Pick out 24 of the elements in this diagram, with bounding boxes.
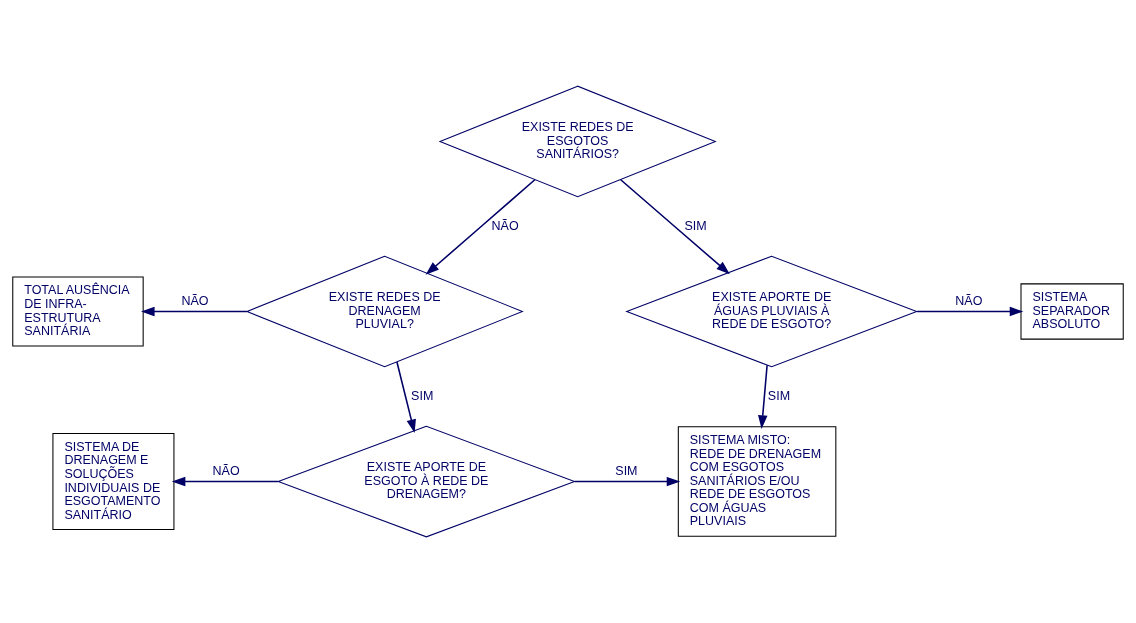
arrow — [396, 361, 416, 434]
node-diamond: EXISTE REDES DE ESGOTOS SANITÁRIOS? — [438, 85, 717, 198]
arrow — [171, 476, 279, 487]
edge-label: SIM — [767, 388, 791, 403]
arrow — [425, 179, 536, 275]
arrow — [619, 179, 730, 275]
edge-label: SIM — [411, 388, 434, 403]
edge-label: NÃO — [212, 463, 240, 478]
node-box: SISTEMA DE DRENAGEM E SOLUÇÕES INDIVIDUAIS DE ESGOTAMENTO SANITÁRIO — [52, 433, 175, 531]
edge-label: SIM — [615, 463, 638, 478]
node-diamond: EXISTE REDES DE DRENAGEM PLUVIAL? — [245, 255, 524, 368]
edge-label: SIM — [684, 218, 707, 233]
node-diamond: EXISTE APORTE DE ÁGUAS PLUVIAIS À REDE DE ESGOTO? — [625, 255, 919, 368]
edge-label: NÃO — [955, 293, 983, 308]
edge-label: NÃO — [181, 293, 209, 308]
arrow — [141, 306, 248, 317]
node-box: TOTAL AUSÊNCIA DE INFRA-ESTRUTURA SANITÁRIA — [12, 276, 144, 347]
node-box: SISTEMA SEPARADOR ABSOLUTO — [1020, 283, 1124, 340]
edge-label: NÃO — [491, 218, 519, 233]
node-box: SISTEMA MISTO: REDE DE DRENAGEM COM ESGOTOS SANITÁRIOS E/OU REDE DE ESGOTOS COM ÁGUAS PLUVIAIS — [677, 426, 837, 537]
arrow — [574, 476, 681, 487]
node-diamond: EXISTE APORTE DE ESGOTO À REDE DE DRENAGEM? — [276, 425, 576, 538]
arrow — [916, 306, 1024, 317]
arrow — [758, 364, 768, 429]
